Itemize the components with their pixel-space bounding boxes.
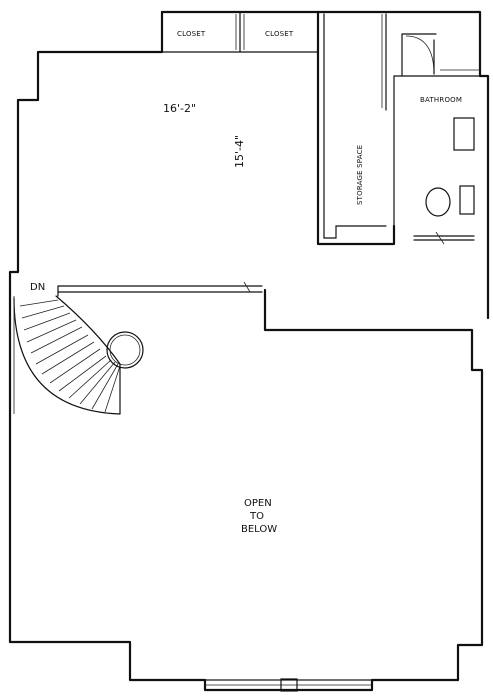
exterior-walls [8,10,490,692]
open-label-line2: TO [249,511,264,522]
railing-end [243,281,251,293]
upper-room-wall [8,10,164,294]
door-swing-arc [405,35,435,71]
open-label-line3: BELOW [241,524,277,535]
storage-wall [316,10,396,246]
stair-column-inner [109,334,141,366]
bath-closet-wall [401,33,437,77]
closets: CLOSET CLOSET [161,11,319,53]
stair-outer-arc [13,297,121,415]
dimensions: 16'-2" 15'-4" [163,102,246,168]
closet-right-label: CLOSET [265,30,294,38]
right-top-wall [316,10,490,320]
closet-left-label: CLOSET [177,30,206,38]
depth-dimension: 15'-4" [233,135,246,168]
stair-inner-arc [55,295,121,365]
bathroom-door [413,235,475,241]
storage-space: STORAGE SPACE [316,10,396,246]
bathroom-door-mark [435,231,445,245]
open-to-below: OPEN TO BELOW [241,498,277,535]
stair-column [106,331,144,369]
toilet-tank [459,185,475,215]
bottom-window [204,678,373,692]
stair-down-label: DN [30,282,45,293]
upper-room-bottom-wall [263,288,474,342]
open-label-line1: OPEN [244,498,272,509]
storage-label: STORAGE SPACE [356,145,364,205]
bathroom-label: BATHROOM [420,96,462,104]
bathroom: BATHROOM [393,33,489,245]
storage-inner-wall [323,13,387,239]
lower-area-wall [8,290,484,692]
railing [57,281,263,297]
toilet-bowl [425,187,451,217]
staircase: DN [13,282,144,415]
vanity [453,117,475,151]
width-dimension: 16'-2" [163,102,196,115]
stair-treads [19,299,121,413]
window-center [280,678,298,692]
